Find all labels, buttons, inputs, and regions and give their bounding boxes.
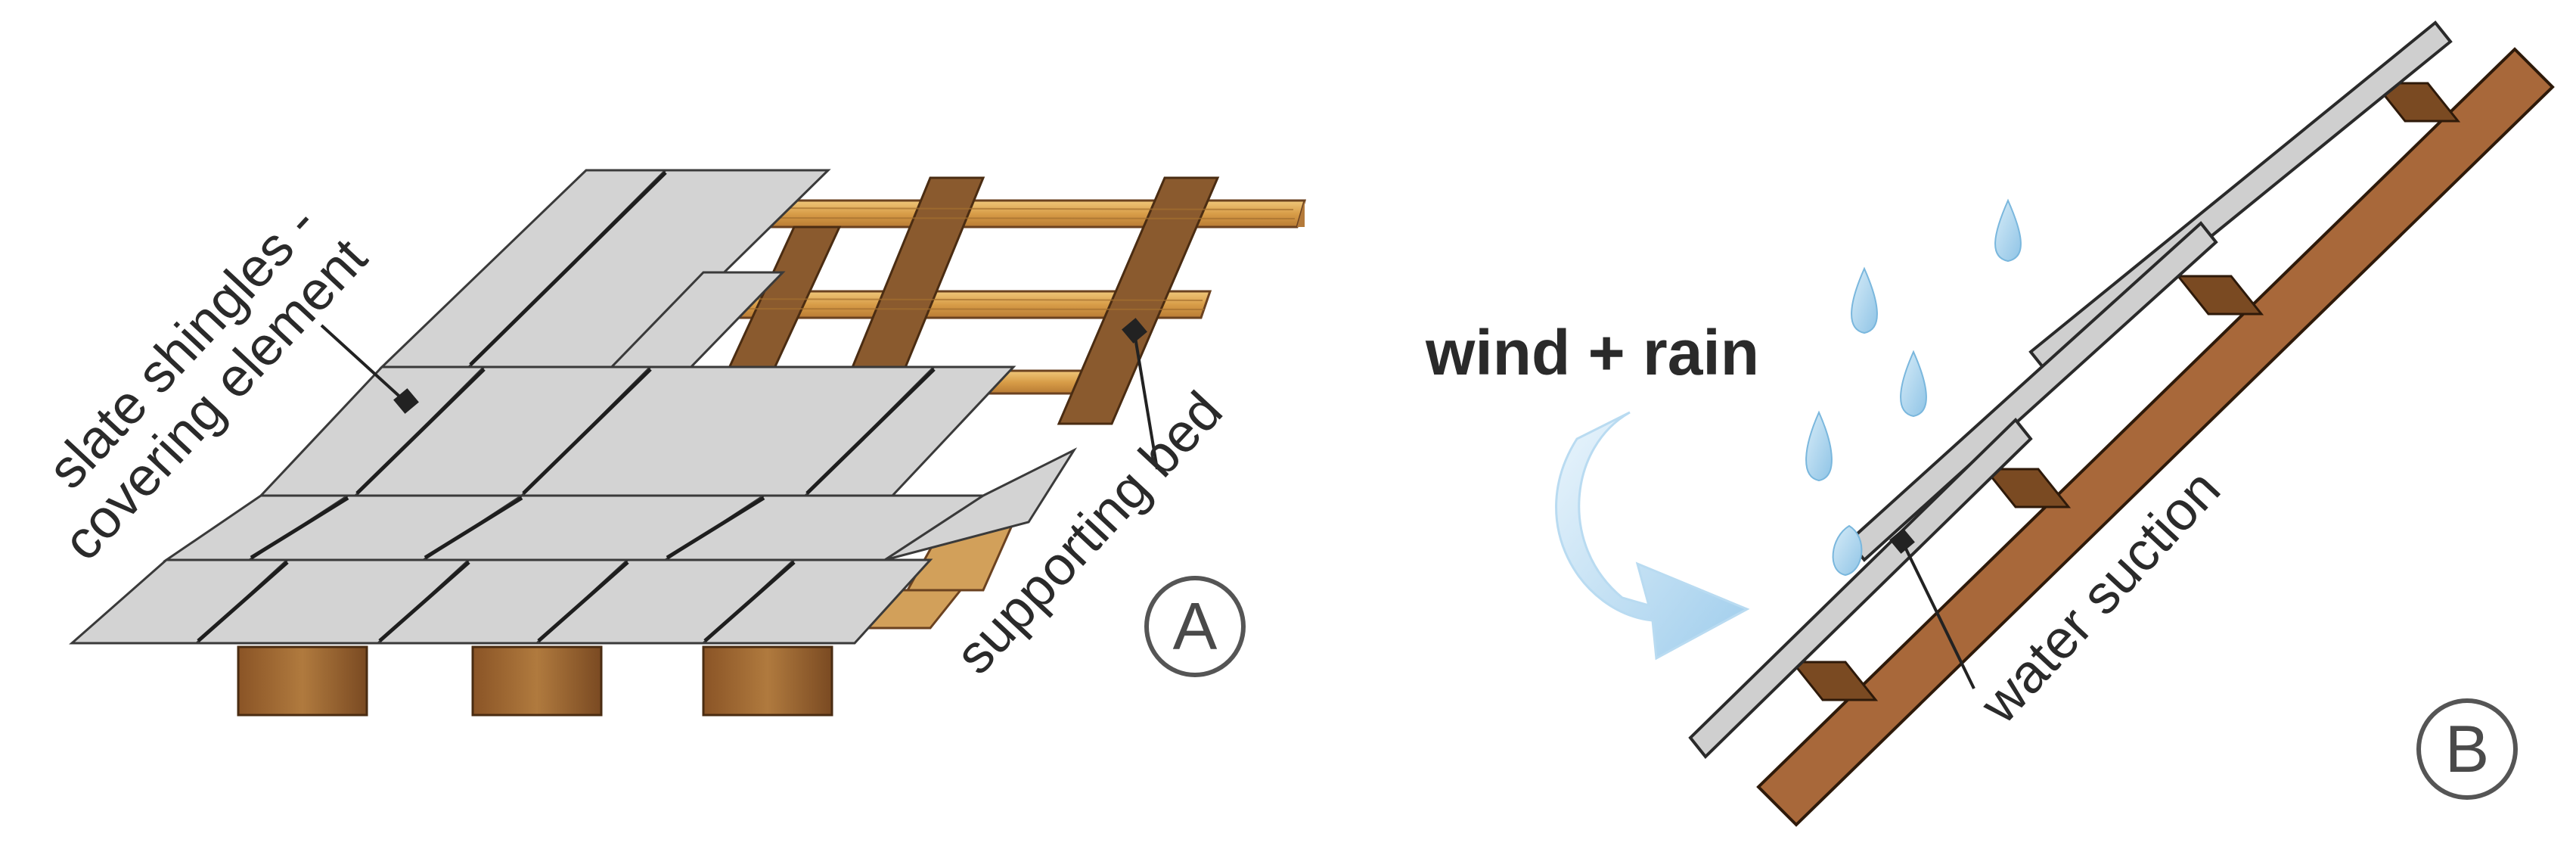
panel-letter-a: A — [1144, 576, 1246, 677]
rafter-board — [1756, 47, 2555, 827]
shingle-leader — [320, 324, 419, 414]
panel-a: slate shingles - covering element suppor… — [36, 169, 1306, 717]
battens — [1789, 82, 2461, 701]
slate-shingles — [69, 169, 1078, 645]
svg-text:B: B — [2445, 711, 2490, 786]
bed-leader — [1122, 318, 1159, 470]
suction-leader — [1889, 528, 1975, 689]
rain-drops — [1805, 198, 2022, 577]
wind-arrow — [1555, 411, 1750, 661]
label-wind-rain: wind + rain — [1425, 317, 1759, 388]
panel-letter-b: B — [2416, 698, 2518, 800]
slate-plates — [1688, 20, 2453, 759]
svg-text:A: A — [1173, 589, 1218, 664]
panel-b: wind + rain water suction B — [1425, 20, 2555, 827]
slate-edge-lines — [197, 171, 936, 642]
